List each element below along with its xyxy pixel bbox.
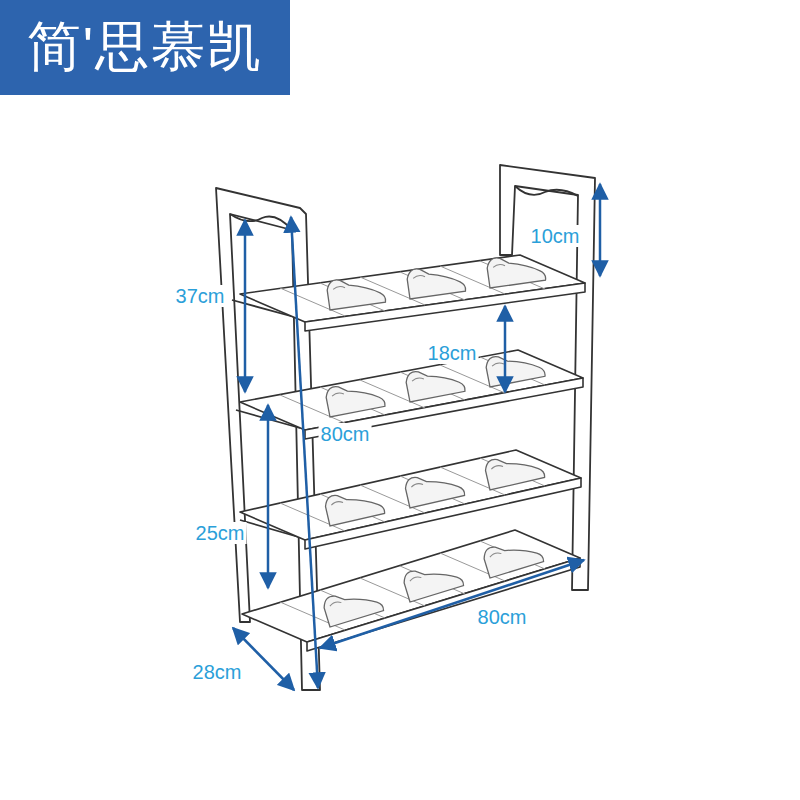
logo-box: 简'思慕凯 <box>0 0 290 95</box>
dimension-label: 25cm <box>194 522 247 544</box>
dimension-label: 10cm <box>529 225 582 247</box>
shelf-slats <box>280 261 545 630</box>
dimension-label: 28cm <box>191 661 244 683</box>
dimension-label: 80cm <box>319 423 372 445</box>
shelves <box>240 255 585 651</box>
logo-text: 简'思慕凯 <box>27 11 263 84</box>
dimension-label: 18cm <box>426 342 479 364</box>
rack-frame <box>216 165 595 690</box>
dimension-arrows <box>233 184 600 690</box>
dimension-label: 80cm <box>476 606 529 628</box>
dimension-label: 37cm <box>174 285 227 307</box>
